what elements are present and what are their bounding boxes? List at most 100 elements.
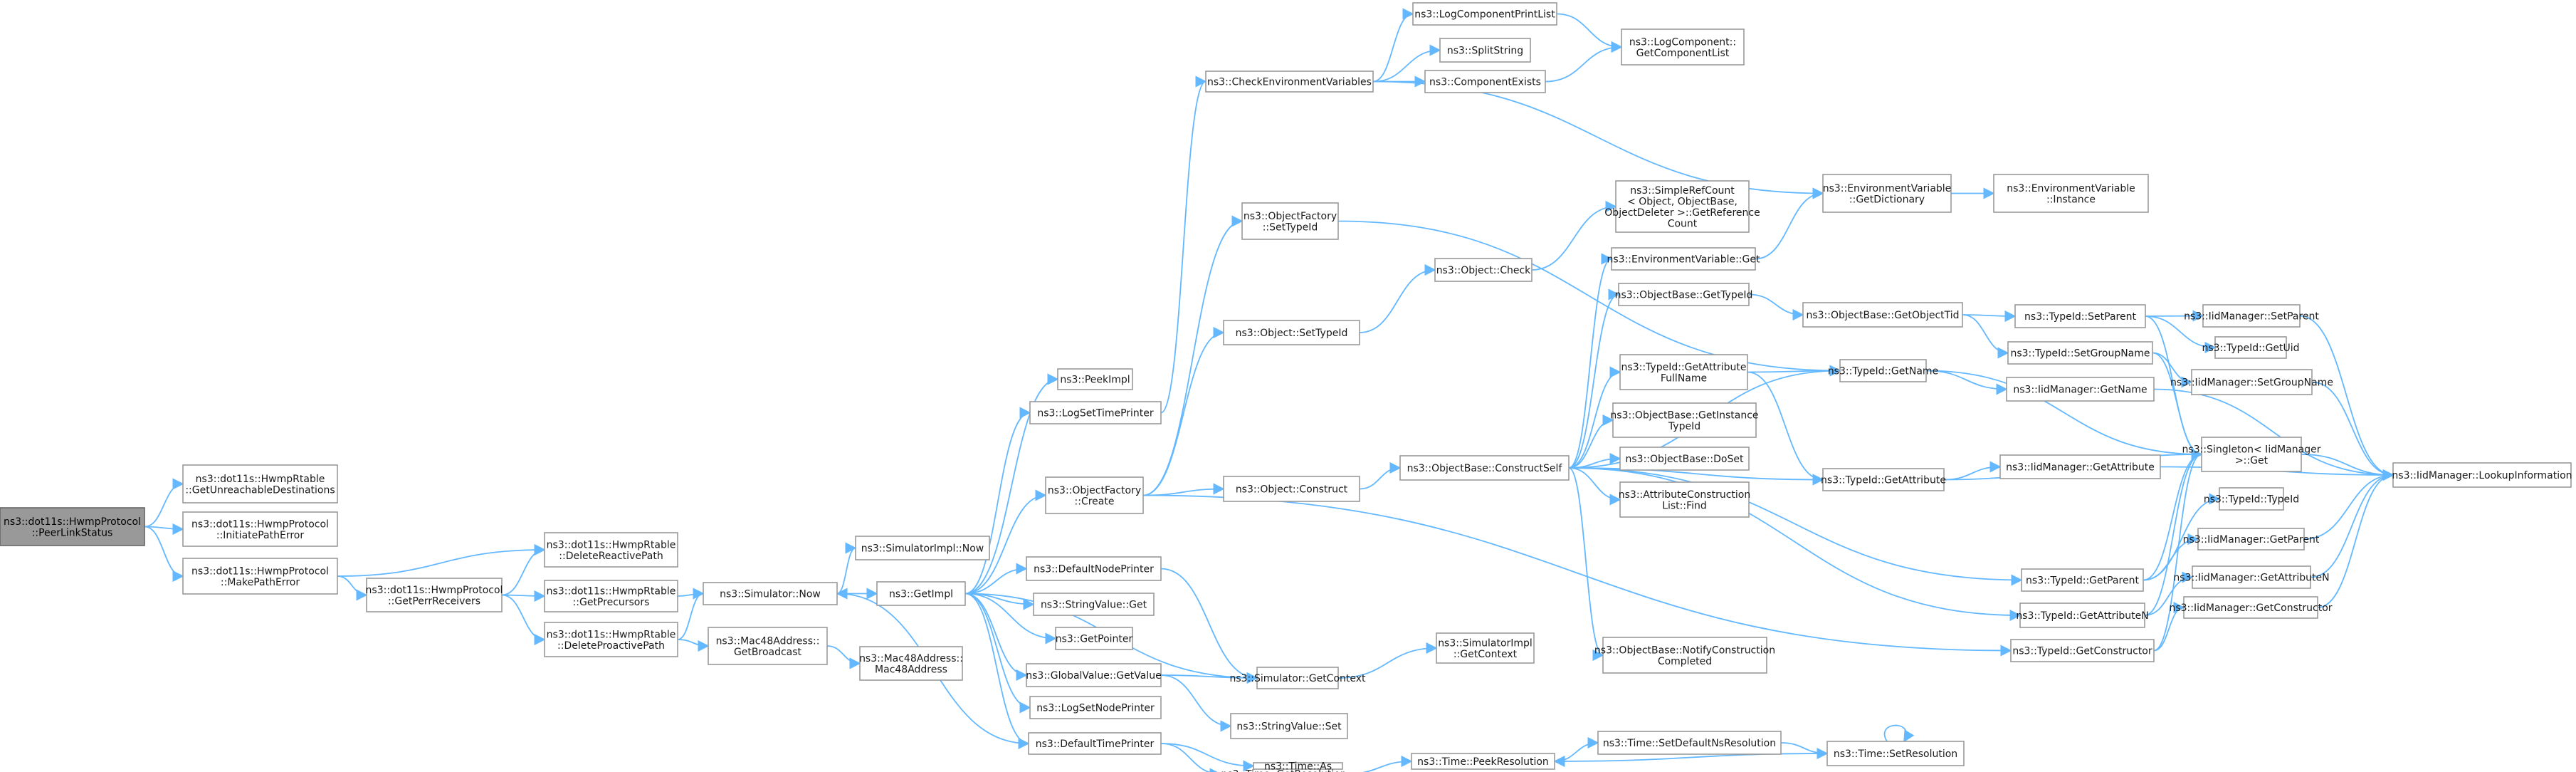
node-box	[1993, 174, 2149, 213]
node-iidsetparent[interactable]: ns3::IidManager::SetParent	[2184, 304, 2319, 328]
call-edge-objbaseconstruct-to-objbasegettype	[1568, 288, 1620, 469]
node-label: ns3::GetImpl	[889, 589, 953, 600]
node-getpointer[interactable]: ns3::GetPointer	[1055, 627, 1133, 650]
node-typeidgetname[interactable]: ns3::TypeId::GetName	[1828, 359, 1938, 382]
node-delproactive[interactable]: ns3::dot11s::HwmpRtable::DeleteProactive…	[544, 622, 678, 657]
node-box	[1029, 696, 1162, 719]
node-label: ns3::SimulatorImpl	[1438, 637, 1533, 649]
node-getunreach[interactable]: ns3::dot11s::HwmpRtable::GetUnreachableD…	[182, 464, 338, 504]
node-objfactsettype[interactable]: ns3::ObjectFactory::SetTypeId	[1241, 202, 1339, 240]
node-typeidgetctor[interactable]: ns3::TypeId::GetConstructor	[2010, 639, 2155, 662]
node-objbaseconstruct[interactable]: ns3::ObjectBase::ConstructSelf	[1399, 455, 1570, 481]
node-compexists[interactable]: ns3::ComponentExists	[1424, 70, 1546, 93]
node-iidgetctor[interactable]: ns3::IidManager::GetConstructor	[2169, 596, 2333, 619]
node-objbasedoset[interactable]: ns3::ObjectBase::DoSet	[1619, 447, 1750, 471]
node-root[interactable]: ns3::dot11s::HwmpProtocol::PeerLinkStatu…	[0, 507, 145, 546]
node-simnow[interactable]: ns3::Simulator::Now	[703, 582, 838, 605]
node-box	[855, 536, 990, 560]
node-label: ns3::Time::SetDefaultNsResolution	[1603, 738, 1776, 749]
node-simgetctx[interactable]: ns3::Simulator::GetContext	[1229, 667, 1366, 689]
call-edge-root-to-makepatherr	[144, 526, 184, 583]
node-strvalget[interactable]: ns3::StringValue::Get	[1033, 593, 1155, 616]
call-edge-getimpl-to-getpointer	[964, 593, 1057, 645]
node-typeidgetattrn[interactable]: ns3::TypeId::GetAttributeN	[2016, 603, 2149, 628]
node-typeidtypeid[interactable]: ns3::TypeId::TypeId	[2204, 487, 2299, 511]
node-mac48bcast[interactable]: ns3::Mac48Address::GetBroadcast	[708, 627, 828, 665]
node-envget[interactable]: ns3::EnvironmentVariable::Get	[1607, 247, 1760, 271]
node-typeidgetattr[interactable]: ns3::TypeId::GetAttribute	[1821, 468, 1946, 491]
node-objconstruct[interactable]: ns3::Object::Construct	[1223, 476, 1360, 502]
node-splitstring[interactable]: ns3::SplitString	[1439, 38, 1531, 63]
node-typeidsetparent[interactable]: ns3::TypeId::SetParent	[2014, 304, 2146, 328]
node-deftimeprinter[interactable]: ns3::DefaultTimePrinter	[1028, 732, 1162, 755]
node-box	[1611, 247, 1756, 271]
node-label: ns3::dot11s::HwmpRtable	[196, 474, 325, 485]
node-initpatherr[interactable]: ns3::dot11s::HwmpProtocol::InitiatePathE…	[182, 511, 338, 547]
node-getperr[interactable]: ns3::dot11s::HwmpProtocol::GetPerrReceiv…	[366, 578, 503, 612]
node-getprecursors[interactable]: ns3::dot11s::HwmpRtable::GetPrecursors	[544, 580, 678, 612]
node-label: ns3::StringValue::Get	[1041, 600, 1147, 611]
node-envinstance[interactable]: ns3::EnvironmentVariable::Instance	[1993, 174, 2149, 213]
node-simimplnow[interactable]: ns3::SimulatorImpl::Now	[855, 536, 990, 560]
node-iidgetname[interactable]: ns3::IidManager::GetName	[2006, 377, 2155, 402]
node-defnodeprinter[interactable]: ns3::DefaultNodePrinter	[1026, 556, 1162, 581]
node-label: ::GetPerrReceivers	[388, 595, 480, 607]
node-box	[1223, 320, 1360, 345]
call-edge-typeidgetname-to-singletonget	[1925, 370, 2203, 461]
node-typeidgetuid[interactable]: ns3::TypeId::GetUid	[2202, 336, 2300, 359]
node-box	[1033, 593, 1155, 616]
call-edge-objfactcreate-to-typeidgetctor	[1142, 494, 2012, 657]
node-iidsetgroup[interactable]: ns3::IidManager::SetGroupName	[2170, 369, 2333, 395]
node-logcompprint[interactable]: ns3::LogComponentPrintList	[1412, 2, 1557, 26]
node-label: ns3::Object::Construct	[1236, 484, 1348, 496]
node-label: FullName	[1661, 372, 1707, 384]
node-label: ns3::TypeId::GetAttribute	[1621, 362, 1747, 373]
node-objbasegetobjtid[interactable]: ns3::ObjectBase::GetObjectTid	[1802, 302, 1963, 328]
node-box	[1999, 454, 2161, 479]
call-edge-root-to-initpatherr	[144, 523, 184, 536]
node-iidgetattr[interactable]: ns3::IidManager::GetAttribute	[1999, 454, 2161, 479]
node-envgetdict[interactable]: ns3::EnvironmentVariable::GetDictionary	[1822, 174, 1952, 213]
call-edge-makepatherr-to-getperr	[337, 575, 368, 601]
node-objbasegettype[interactable]: ns3::ObjectBase::GetTypeId	[1615, 283, 1753, 306]
node-simimplgetctx[interactable]: ns3::SimulatorImpl::GetContext	[1436, 632, 1535, 664]
node-iidgetattrn[interactable]: ns3::IidManager::GetAttributeN	[2173, 565, 2330, 589]
node-timepeekres[interactable]: ns3::Time::PeekResolution	[1411, 753, 1555, 770]
node-label: < Object, ObjectBase,	[1627, 196, 1738, 207]
node-delreactive[interactable]: ns3::dot11s::HwmpRtable::DeleteReactiveP…	[544, 532, 678, 568]
node-simplerefcount[interactable]: ns3::SimpleRefCount< Object, ObjectBase,…	[1604, 180, 1760, 233]
node-logsetnode[interactable]: ns3::LogSetNodePrinter	[1029, 696, 1162, 719]
node-timegetres[interactable]: ns3::Time::GetResolution	[1221, 769, 1346, 772]
call-edge-getimpl-to-deftimeprinter	[964, 593, 1030, 750]
node-label: ns3::DefaultNodePrinter	[1034, 564, 1154, 575]
node-objfactcreate[interactable]: ns3::ObjectFactory::Create	[1045, 476, 1144, 514]
node-timeas[interactable]: ns3::Time::As	[1253, 761, 1343, 772]
node-singletonget[interactable]: ns3::Singleton< IidManager>::Get	[2182, 437, 2321, 472]
node-label: ns3::dot11s::HwmpProtocol	[366, 585, 503, 596]
node-mac48ctor[interactable]: ns3::Mac48Address::Mac48Address	[859, 646, 963, 681]
node-getimpl[interactable]: ns3::GetImpl	[876, 581, 966, 606]
node-box	[1026, 556, 1162, 581]
node-iidlookup[interactable]: ns3::IidManager::LookupInformation	[2392, 462, 2572, 488]
node-makepatherr[interactable]: ns3::dot11s::HwmpProtocol::MakePathError	[182, 558, 338, 595]
node-peekimpl[interactable]: ns3::PeekImpl	[1057, 368, 1133, 390]
node-checkenv[interactable]: ns3::CheckEnvironmentVariables	[1205, 71, 1374, 93]
node-timesetdefns[interactable]: ns3::Time::SetDefaultNsResolution	[1597, 731, 1782, 755]
node-iidgetparent[interactable]: ns3::IidManager::GetParent	[2183, 528, 2320, 551]
node-objsettype[interactable]: ns3::Object::SetTypeId	[1223, 320, 1360, 345]
node-logcompgetlist[interactable]: ns3::LogComponent::GetComponentList	[1621, 28, 1745, 66]
node-box	[2219, 487, 2284, 511]
node-typeidsetgroup[interactable]: ns3::TypeId::SetGroupName	[2007, 341, 2153, 365]
node-objbasenotify[interactable]: ns3::ObjectBase::NotifyConstructionCompl…	[1594, 637, 1775, 674]
node-objcheck[interactable]: ns3::Object::Check	[1434, 258, 1533, 282]
call-edge-makepatherr-to-delreactive	[337, 543, 546, 577]
node-logsettime[interactable]: ns3::LogSetTimePrinter	[1029, 401, 1162, 424]
node-timesetres[interactable]: ns3::Time::SetResolution	[1826, 741, 1965, 766]
node-box	[708, 627, 828, 665]
node-gvgetvalue[interactable]: ns3::GlobalValue::GetValue	[1026, 663, 1162, 687]
node-strvalset[interactable]: ns3::StringValue::Set	[1230, 713, 1348, 739]
node-typeidgetparent[interactable]: ns3::TypeId::GetParent	[2021, 568, 2144, 592]
